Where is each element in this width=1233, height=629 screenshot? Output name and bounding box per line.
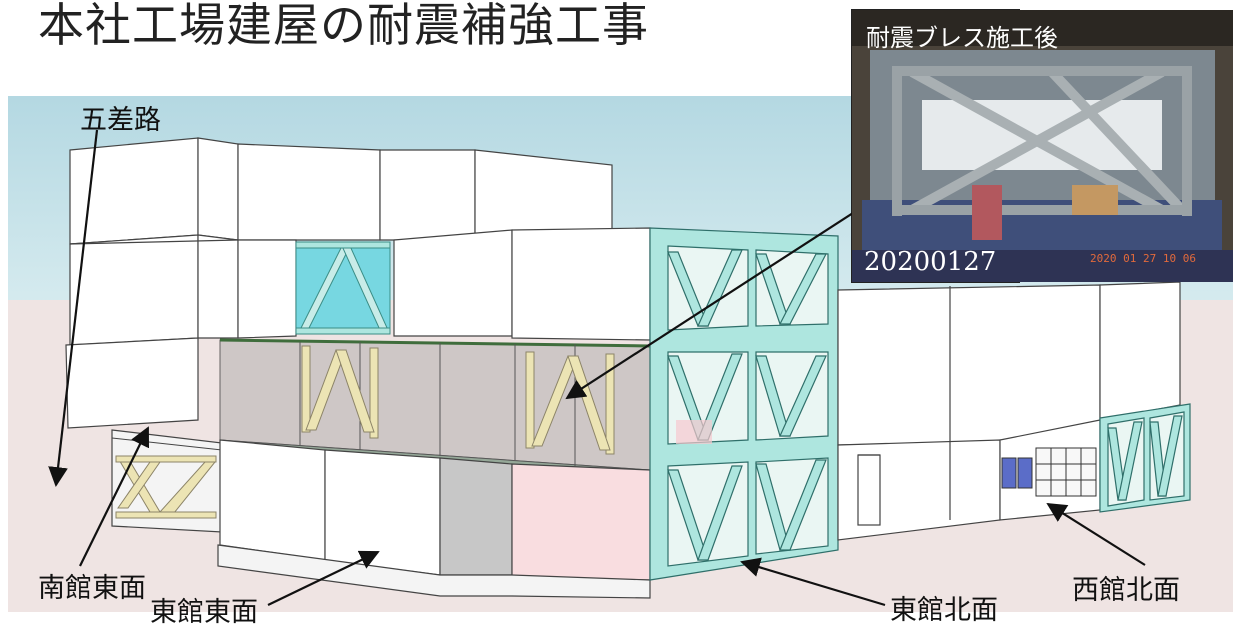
photo-detail: [852, 10, 1233, 282]
arrow-east-wing-east: [267, 550, 380, 606]
west-wing-windows: [1001, 447, 1097, 497]
arrow-south-wing-east: [79, 426, 150, 567]
lower-front-blocks: [217, 439, 651, 599]
label-south-wing-east: 南館東面: [38, 573, 146, 604]
upper-center-blocks: [237, 143, 651, 341]
page-title: 本社工場建屋の耐震補強工事: [38, 0, 649, 52]
label-east-wing-east: 東館東面: [150, 597, 258, 628]
south-wing-block: [65, 137, 239, 533]
photo-title: 耐震ブレス施工後: [866, 24, 1058, 52]
south-wing-brace: [115, 455, 217, 519]
arrow-intersection: [48, 129, 99, 487]
tan-braces-glass: [301, 345, 615, 455]
label-west-wing-north: 西館北面: [1072, 575, 1180, 606]
upper-cyan-brace: [295, 241, 391, 335]
label-east-wing-north: 東館北面: [890, 595, 998, 626]
photo-camera-timestamp: 2020 01 27 10 06: [1090, 252, 1196, 265]
photo-date-label: 20200127: [864, 247, 997, 277]
label-intersection: 五差路: [80, 105, 161, 136]
arrow-west-wing-north: [1046, 502, 1146, 566]
east-wing-brace-grid: [649, 227, 839, 581]
west-wing-brace: [1099, 403, 1191, 513]
label-arrows: [48, 129, 1146, 607]
arrow-east-wing-north: [740, 557, 886, 607]
